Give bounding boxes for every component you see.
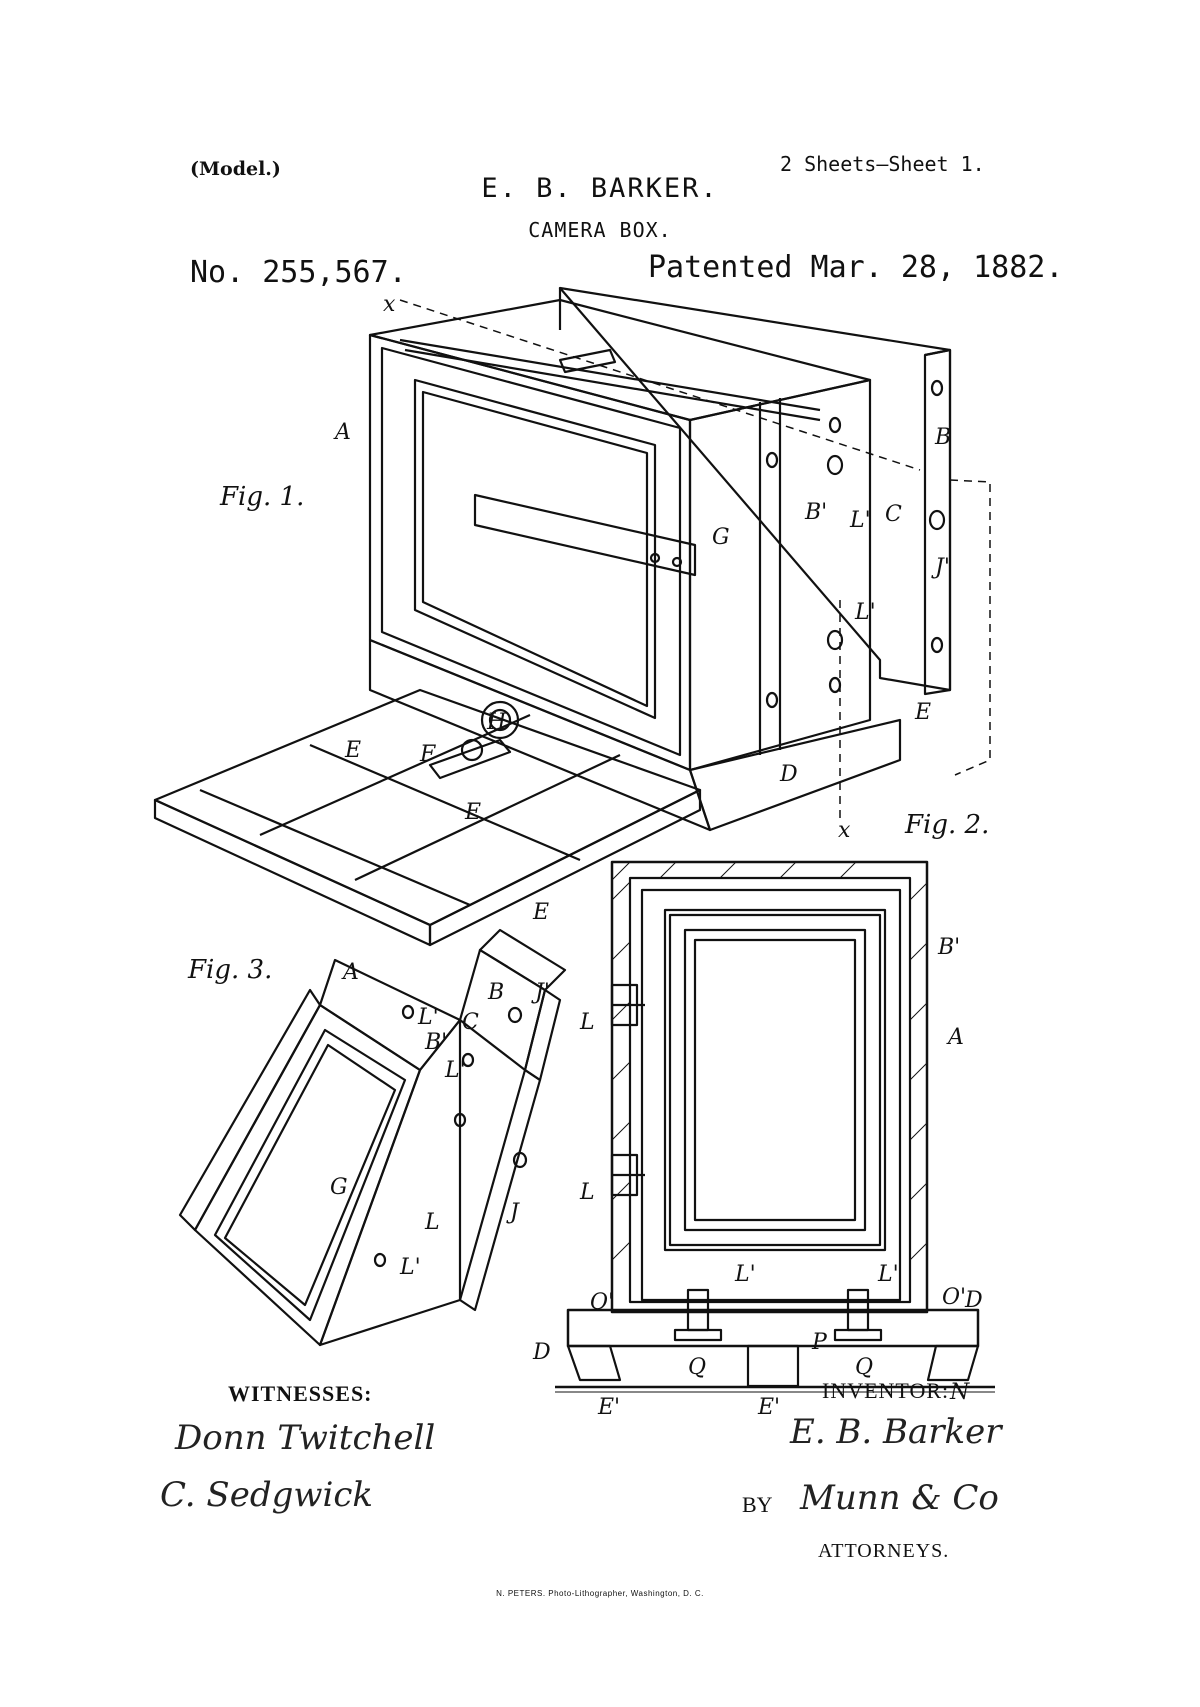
label-E-prime-fig2-left: E' xyxy=(598,1395,621,1420)
label-P-fig2: P xyxy=(812,1330,827,1355)
fig1-drawing xyxy=(153,286,991,947)
label-x-top: x xyxy=(383,292,396,317)
label-O-prime-fig2-left: O' xyxy=(590,1290,615,1315)
label-L-fig2-bottom: L xyxy=(580,1180,595,1205)
fig3-drawing xyxy=(178,928,567,1347)
label-C-fig1: C xyxy=(885,502,902,527)
printer-credit: N. PETERS. Photo-Lithographer, Washingto… xyxy=(496,1589,704,1598)
label-F-fig1: F xyxy=(420,742,436,767)
label-J-prime-fig1: J' xyxy=(935,555,950,580)
label-x-bottom: x xyxy=(838,818,851,843)
label-E-fig1-right: E xyxy=(915,700,932,725)
label-L-prime-fig2-right: L' xyxy=(878,1262,899,1287)
label-Q-fig2-right: Q xyxy=(855,1355,874,1380)
patent-title: CAMERA BOX. xyxy=(528,218,672,242)
label-B-prime-fig3: B' xyxy=(425,1030,448,1055)
label-E-fig1-left: E xyxy=(345,738,362,763)
inventor-label: INVENTOR: xyxy=(822,1378,950,1403)
label-B-prime-fig1: B' xyxy=(805,500,828,525)
witness-signature-2: C. Sedgwick xyxy=(160,1475,373,1515)
label-D-fig2-left: D xyxy=(533,1340,551,1365)
label-G-fig1: G xyxy=(712,525,730,550)
label-D-fig2-right: D xyxy=(965,1288,983,1313)
sheet-count: 2 Sheets—Sheet 1. xyxy=(780,152,985,176)
label-L-prime-fig3-bottom: L' xyxy=(400,1255,421,1280)
label-J-fig3: J xyxy=(510,1200,519,1225)
label-H-fig1: H xyxy=(487,710,507,735)
label-B-fig1: B xyxy=(935,425,952,450)
fig1-label: Fig. 1. xyxy=(220,482,305,512)
label-E-fig1-center: E xyxy=(465,800,482,825)
patent-date: Patented Mar. 28, 1882. xyxy=(648,250,1064,285)
label-L-prime-fig1: L' xyxy=(850,508,871,533)
label-L-prime-fig2-left: L' xyxy=(735,1262,756,1287)
inventor-name: E. B. BARKER. xyxy=(481,173,719,204)
model-label: (Model.) xyxy=(190,158,281,180)
label-E-prime-fig2-center: E' xyxy=(758,1395,781,1420)
label-G-fig3: G xyxy=(330,1175,348,1200)
label-B-prime-fig2: B' xyxy=(938,935,961,960)
inventor-signature: E. B. Barker xyxy=(790,1412,1002,1452)
label-E-fig1-bottom: E xyxy=(533,900,550,925)
attorneys-label: ATTORNEYS. xyxy=(818,1540,950,1562)
label-D-fig1: D xyxy=(780,762,798,787)
fig2-label: Fig. 2. xyxy=(905,810,990,840)
label-A-fig2: A xyxy=(948,1025,964,1050)
label-A-fig3: A xyxy=(343,960,359,985)
witness-signature-1: Donn Twitchell xyxy=(175,1418,436,1458)
fig2-drawing xyxy=(555,860,995,1393)
patent-number: No. 255,567. xyxy=(190,255,407,290)
label-B-fig3: B xyxy=(488,980,505,1005)
label-N-fig2: N xyxy=(950,1380,970,1405)
label-L-fig3: L xyxy=(425,1210,440,1235)
label-L-prime-fig3-mid: L' xyxy=(445,1058,466,1083)
label-L-prime-2-fig1: L' xyxy=(855,600,876,625)
label-L-prime-fig3-top: L' xyxy=(418,1005,439,1030)
witnesses-label: WITNESSES: xyxy=(228,1381,373,1406)
label-O-prime-fig2-right: O' xyxy=(942,1285,967,1310)
by-label: BY xyxy=(742,1492,773,1517)
fig3-label: Fig. 3. xyxy=(188,955,273,985)
label-C-fig3: C xyxy=(462,1010,479,1035)
label-A-fig1: A xyxy=(335,420,351,445)
label-J-prime-fig3: J' xyxy=(535,980,550,1005)
label-L-fig2-top: L xyxy=(580,1010,595,1035)
attorney-signature: Munn & Co xyxy=(800,1478,999,1518)
label-Q-fig2-left: Q xyxy=(688,1355,707,1380)
